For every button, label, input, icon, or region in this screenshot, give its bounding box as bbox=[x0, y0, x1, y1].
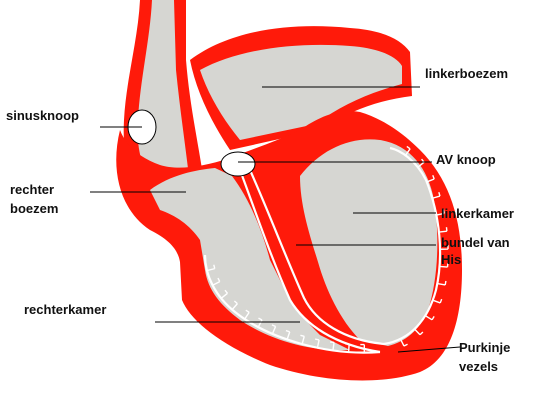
label-linkerkamer: linkerkamer bbox=[441, 206, 514, 222]
label-sinusknoop: sinusknoop bbox=[6, 108, 79, 124]
label-purkinje: Purkinje bbox=[459, 340, 510, 356]
label-rechter: rechter bbox=[10, 182, 54, 198]
label-his: His bbox=[441, 252, 461, 268]
label-av-knoop: AV knoop bbox=[436, 152, 496, 168]
label-vezels: vezels bbox=[459, 359, 498, 375]
label-boezem: boezem bbox=[10, 201, 58, 217]
av-node bbox=[221, 152, 255, 176]
label-rechterkamer: rechterkamer bbox=[24, 302, 106, 318]
label-bundel-van: bundel van bbox=[441, 235, 510, 251]
label-linkerboezem: linkerboezem bbox=[425, 66, 508, 82]
